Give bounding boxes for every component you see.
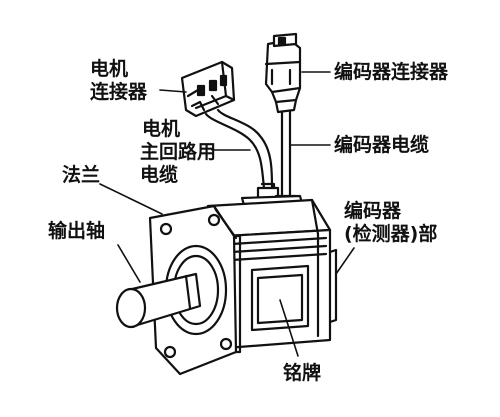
label-output-shaft: 输出轴 (48, 220, 106, 242)
encoder-cable-shape (280, 110, 292, 202)
label-encoder-part-line1: 编码器 (344, 200, 402, 222)
label-motor-connector-line2: 连接器 (90, 81, 148, 103)
label-encoder-connector: 编码器连接器 (334, 61, 449, 83)
label-encoder-part: 编码器 (检测器)部 (344, 200, 437, 246)
label-motor-connector-line1: 电机 (90, 58, 129, 80)
label-nameplate: 铭牌 (283, 362, 322, 384)
label-encoder-part-line2: (检测器)部 (344, 223, 438, 245)
motor-connector-shape (180, 60, 236, 118)
label-motor-cable-line1: 电机 (142, 118, 181, 140)
label-motor-cable-line2: 主回路用 (140, 141, 217, 163)
output-shaft-shape (115, 272, 202, 329)
leader-lines (99, 71, 355, 357)
encoder-connector-shape (264, 32, 302, 114)
label-motor-connector: 电机 连接器 (90, 58, 147, 104)
label-flange: 法兰 (62, 164, 101, 186)
nameplate-shape (250, 264, 310, 332)
label-motor-cable-line3: 电缆 (140, 164, 179, 186)
motor-cable-shape (204, 108, 274, 190)
label-motor-cable: 电机 主回路用 电缆 (140, 118, 216, 187)
label-encoder-cable: 编码器电缆 (334, 134, 430, 156)
